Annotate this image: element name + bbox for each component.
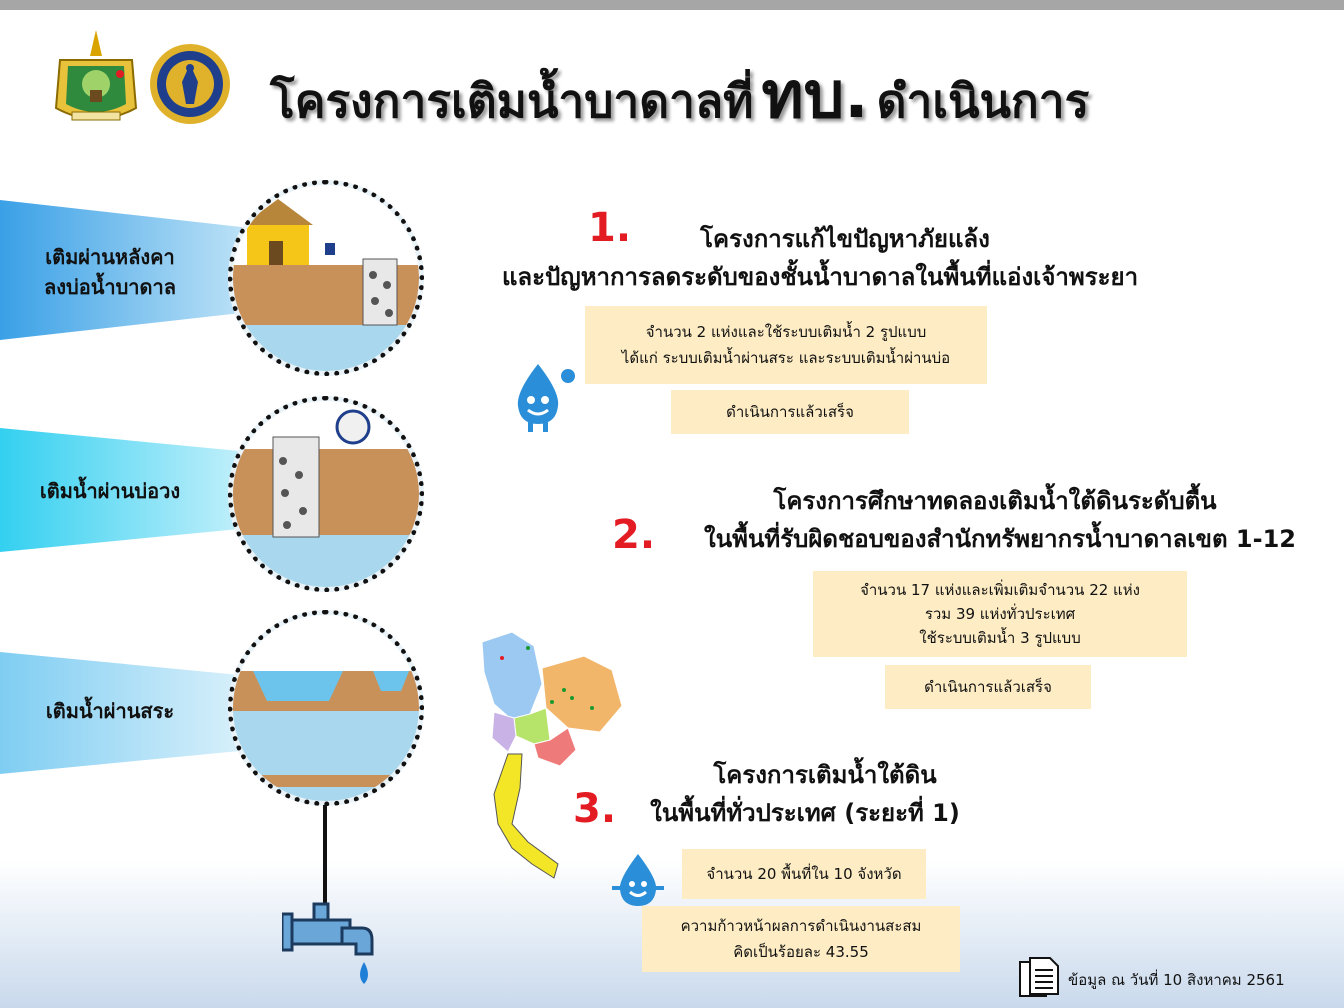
top-bar [0,0,1344,10]
band-label-well-line1: เติมน้ำผ่านบ่อวง [39,479,181,503]
project-2-title-line2: ในพื้นที่รับผิดชอบของสำนักทรัพยากรน้ำบาด… [704,525,1296,553]
water-drop-mascot-small-icon [612,854,664,906]
project-2-status-box: ดำเนินการแล้วเสร็จ [885,665,1091,709]
project-3-number: 3. [573,786,617,832]
band-label-pond-line1: เติมน้ำผ่านสระ [45,699,175,723]
water-drop-mascot-icon [517,364,575,432]
dgr-seal-logo [150,44,230,124]
document-icon [1019,957,1059,997]
project-3-progress-box: ความก้าวหน้าผลการดำเนินงานสะสม คิดเป็นร้… [642,906,960,972]
emblem-logo [54,30,138,121]
illustration-pond-recharge [228,610,424,806]
project-3-title-line1: โครงการเติมน้ำใต้ดิน [713,761,937,789]
data-date-note: ข้อมูล ณ วันที่ 10 สิงหาคม 2561 [1068,971,1285,989]
title-part1: โครงการเติมน้ำบาดาลที่ [270,74,754,128]
project-2-title: โครงการศึกษาทดลองเติมน้ำใต้ดินระดับตื้น … [680,482,1320,558]
project-1-info-line2: ได้แก่ ระบบเติมน้ำผ่านสระ และระบบเติมน้ำ… [621,349,951,367]
band-roof [0,200,250,340]
project-1-title-line2: และปัญหาการลดระดับของชั้นน้ำบาดาลในพื้นท… [501,263,1139,291]
project-2-title-line1: โครงการศึกษาทดลองเติมน้ำใต้ดินระดับตื้น [773,487,1217,515]
band-label-roof: เติมผ่านหลังคา ลงบ่อน้ำบาดาล [10,242,210,302]
project-3-title-line2: ในพื้นที่ทั่วประเทศ (ระยะที่ 1) [650,799,960,827]
faucet-icon [282,902,374,984]
project-3-progress-line2: คิดเป็นร้อยละ 43.55 [733,943,869,961]
project-2-number: 2. [612,512,656,558]
title-part2: ทบ. [761,59,869,133]
project-1-info-line1: จำนวน 2 แห่งและใช้ระบบเติมน้ำ 2 รูปแบบ [645,323,927,341]
project-2-info-line2: รวม 39 แห่งทั่วประเทศ [924,605,1076,623]
band-well [0,428,250,552]
project-2-info-line3: ใช้ระบบเติมน้ำ 3 รูปแบบ [919,629,1081,647]
project-3-title: โครงการเติมน้ำใต้ดิน ในพื้นที่ทั่วประเทศ… [630,756,980,832]
project-1-status-box: ดำเนินการแล้วเสร็จ [671,390,909,434]
pipe-line [323,805,327,905]
project-1-title: โครงการแก้ไขปัญหาภัยแล้ง และปัญหาการลดระ… [480,220,1160,296]
project-3-info-box: จำนวน 20 พื้นที่ใน 10 จังหวัด [682,849,926,899]
project-1-status: ดำเนินการแล้วเสร็จ [726,403,854,421]
project-1-info-box: จำนวน 2 แห่งและใช้ระบบเติมน้ำ 2 รูปแบบ ไ… [585,306,987,384]
band-label-well: เติมน้ำผ่านบ่อวง [10,476,210,506]
project-3-info-line1: จำนวน 20 พื้นที่ใน 10 จังหวัด [706,865,902,883]
band-pond [0,652,250,774]
illustration-roof-recharge [228,180,424,376]
page-title: โครงการเติมน้ำบาดาลที่ทบ.ดำเนินการ [270,44,1270,134]
thailand-map [481,631,623,879]
project-1-number: 1. [588,205,632,251]
band-label-roof-line2: ลงบ่อน้ำบาดาล [43,275,177,299]
title-part3: ดำเนินการ [876,74,1090,128]
project-1-title-line1: โครงการแก้ไขปัญหาภัยแล้ง [700,225,990,253]
project-2-info-box: จำนวน 17 แห่งและเพิ่มเติมจำนวน 22 แห่ง ร… [813,571,1187,657]
band-label-pond: เติมน้ำผ่านสระ [10,696,210,726]
project-3-progress-line1: ความก้าวหน้าผลการดำเนินงานสะสม [680,917,922,935]
band-label-roof-line1: เติมผ่านหลังคา [45,245,175,269]
project-2-status: ดำเนินการแล้วเสร็จ [924,678,1052,696]
illustration-well-recharge [228,396,424,592]
project-2-info-line1: จำนวน 17 แห่งและเพิ่มเติมจำนวน 22 แห่ง [860,581,1140,599]
